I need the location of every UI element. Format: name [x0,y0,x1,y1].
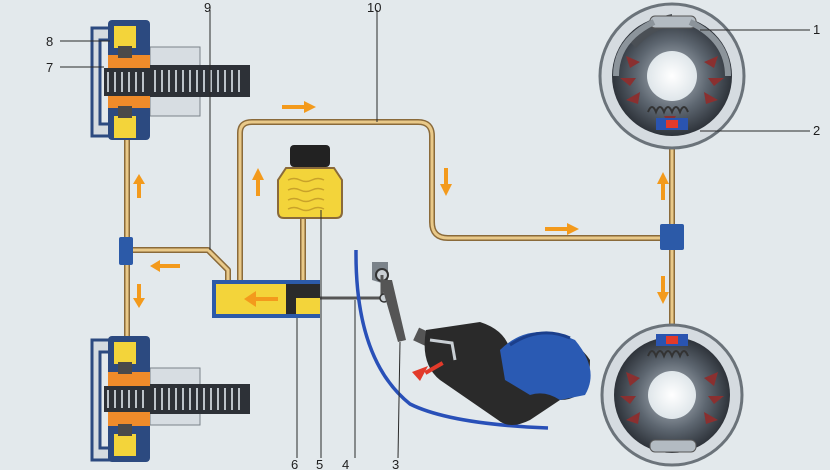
leader-lines [60,10,810,459]
arrow-down-front-left [133,284,145,308]
part-labels: 8 7 9 10 1 2 6 5 4 3 [46,0,820,470]
tee-fittings [119,224,684,265]
arrow-left-front-branch [150,260,180,272]
label-2: 2 [813,123,820,138]
front-bottom-disc-brake [90,336,250,462]
arrow-left-master-cylinder [244,291,278,307]
label-3: 3 [392,457,399,470]
label-9: 9 [204,0,211,15]
label-10: 10 [367,0,381,15]
label-5: 5 [316,457,323,470]
arrow-up-front-left [133,174,145,198]
arrow-down-rear-right [657,276,669,304]
driver-foot [424,322,591,425]
arrow-up-rear-right [657,172,669,200]
arrow-down-rear-line [440,168,452,196]
front-top-disc-brake [90,20,250,140]
flow-arrows [133,101,669,308]
brake-fluid-reservoir [277,145,343,219]
label-8: 8 [46,34,53,49]
label-7: 7 [46,60,53,75]
label-4: 4 [342,457,349,470]
brake-lines [124,119,675,348]
pedal-force-arrow [412,361,444,381]
arrow-right-rear-top [282,101,316,113]
label-1: 1 [813,22,820,37]
arrow-right-rear-line [545,223,579,235]
label-6: 6 [291,457,298,470]
rear-bottom-drum-brake [600,323,744,467]
arrow-up-master-cylinder [252,168,264,196]
rear-top-drum-brake [598,2,746,150]
